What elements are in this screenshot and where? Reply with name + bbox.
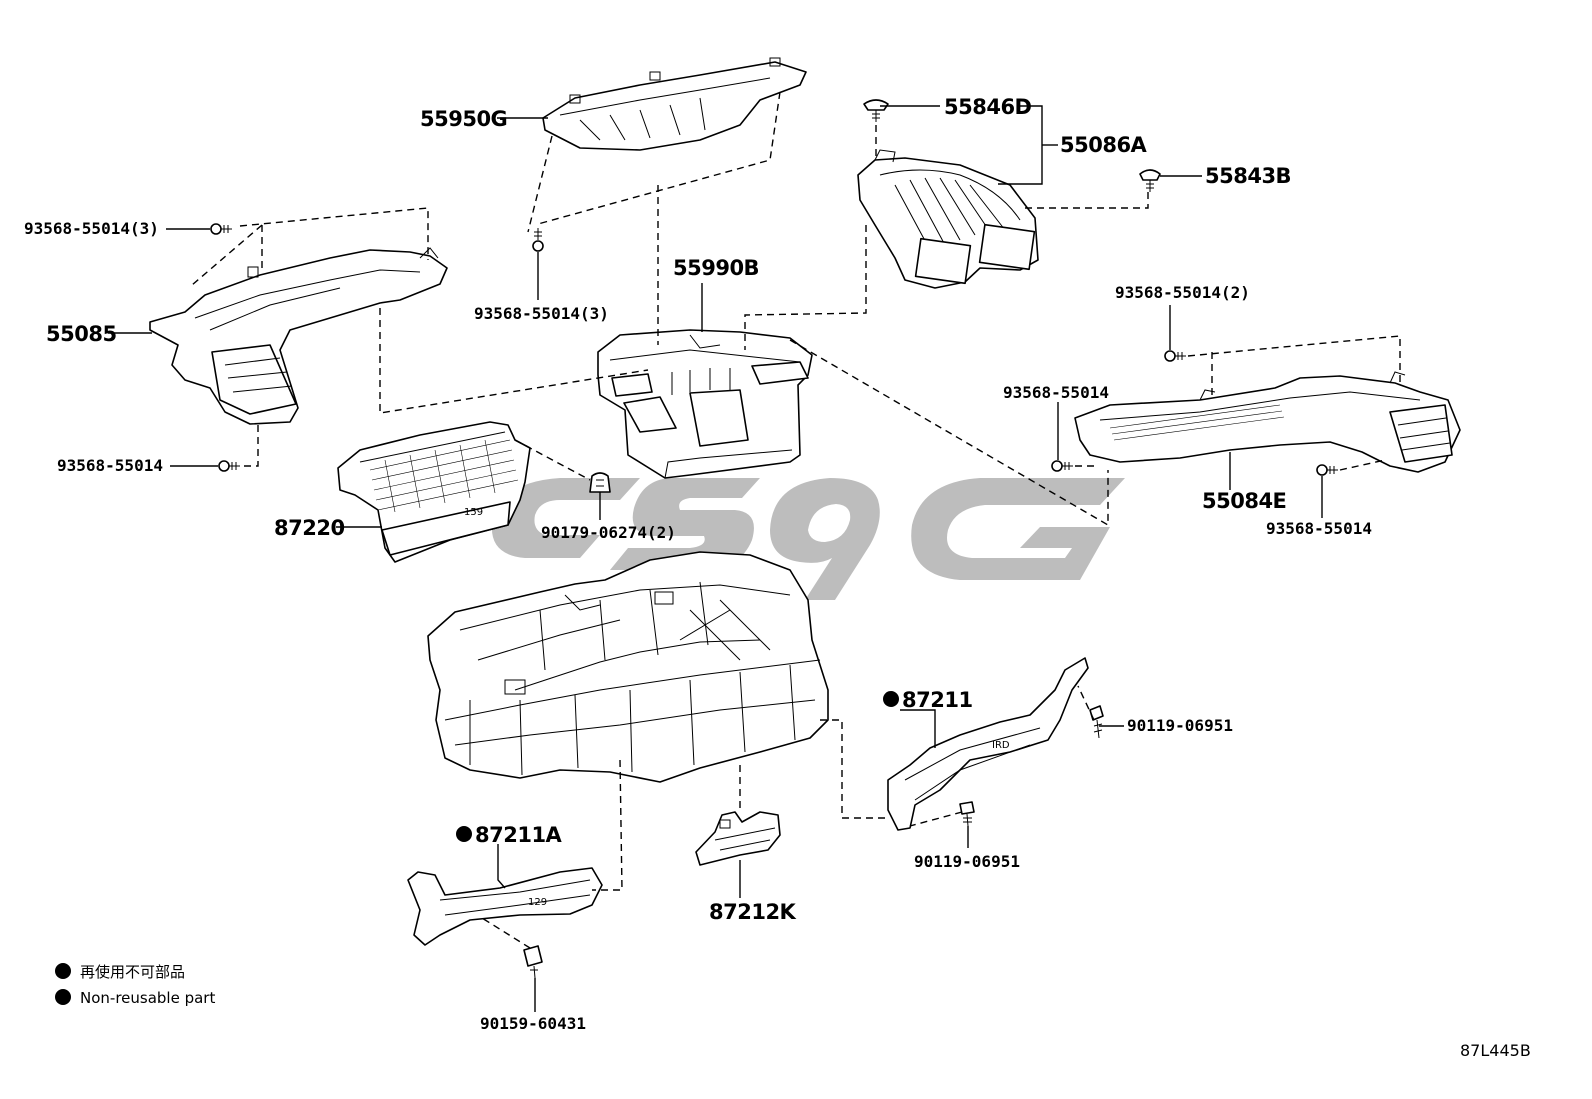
label-55084E[interactable]: 55084E	[1202, 489, 1287, 513]
label-55950G[interactable]: 55950G	[420, 107, 508, 131]
leader-lines	[108, 105, 1323, 1012]
label-93568-55014-right-lower[interactable]: 93568-55014	[1266, 519, 1372, 538]
legend-en-text: Non-reusable part	[80, 989, 215, 1007]
part-55084E-drawing	[1074, 371, 1461, 473]
part-55086A-drawing	[857, 149, 1039, 289]
clip-55846D-drawing	[863, 99, 889, 122]
label-87211[interactable]: 87211	[902, 688, 973, 712]
label-93568-55014-3-center[interactable]: 93568-55014(3)	[474, 304, 609, 323]
legend: 再使用不可部品 Non-reusable part	[55, 963, 215, 1007]
fastener-55085-top	[210, 223, 232, 235]
part-55950G-drawing	[542, 57, 807, 151]
label-90159-60431[interactable]: 90159-60431	[480, 1014, 586, 1033]
screw-90119-upper	[1089, 705, 1104, 739]
label-87220[interactable]: 87220	[274, 516, 345, 540]
label-55843B[interactable]: 55843B	[1205, 164, 1292, 188]
legend-dot-jp	[55, 963, 71, 979]
non-reusable-dot-87211A	[456, 826, 472, 842]
part-55990B-drawing	[597, 329, 813, 479]
hvac-unit-drawing	[427, 551, 829, 783]
label-93568-55014-3-left[interactable]: 93568-55014(3)	[24, 219, 159, 238]
part-87211-drawing: IRD	[887, 657, 1089, 831]
diagram-code: 87L445B	[1460, 1041, 1531, 1060]
label-90119-06951-upper[interactable]: 90119-06951	[1127, 716, 1233, 735]
fastener-55084E-top	[1164, 350, 1186, 362]
assembly-dashed-lines	[191, 91, 1401, 949]
fastener-55950G	[532, 228, 544, 252]
part-87211A-drawing: 129	[407, 867, 603, 946]
label-90119-06951-lower[interactable]: 90119-06951	[914, 852, 1020, 871]
clip-55843B-drawing	[1139, 169, 1161, 192]
part-55085-drawing	[149, 247, 448, 425]
label-87212K[interactable]: 87212K	[709, 900, 797, 924]
label-55846D[interactable]: 55846D	[944, 95, 1032, 119]
screw-90119-lower	[959, 801, 975, 827]
non-reusable-dot-87211	[883, 691, 899, 707]
label-93568-55014-2[interactable]: 93568-55014(2)	[1115, 283, 1250, 302]
svg-text:129: 129	[528, 897, 547, 908]
screw-90159-drawing	[523, 945, 543, 979]
label-93568-55014-left[interactable]: 93568-55014	[57, 456, 163, 475]
part-87212K-drawing	[695, 811, 781, 866]
legend-dot-en	[55, 989, 71, 1005]
part-87220-drawing: 159	[337, 421, 531, 563]
legend-jp-text: 再使用不可部品	[80, 963, 185, 981]
part-labels: 55950G 55846D 55086A 55843B 93568-55014(…	[24, 95, 1372, 1033]
svg-text:159: 159	[464, 507, 483, 518]
label-55990B[interactable]: 55990B	[673, 256, 760, 280]
label-55086A[interactable]: 55086A	[1060, 133, 1148, 157]
fastener-55085-bottom	[218, 460, 240, 472]
label-90179-06274-2[interactable]: 90179-06274(2)	[541, 523, 676, 542]
label-87211A[interactable]: 87211A	[475, 823, 563, 847]
fastener-55084E-bottom	[1316, 464, 1338, 476]
clip-90179-drawing	[589, 472, 611, 493]
svg-text:IRD: IRD	[992, 740, 1010, 751]
label-55085[interactable]: 55085	[46, 322, 117, 346]
fastener-55084E-left	[1051, 460, 1073, 472]
label-93568-55014-right-upper[interactable]: 93568-55014	[1003, 383, 1109, 402]
